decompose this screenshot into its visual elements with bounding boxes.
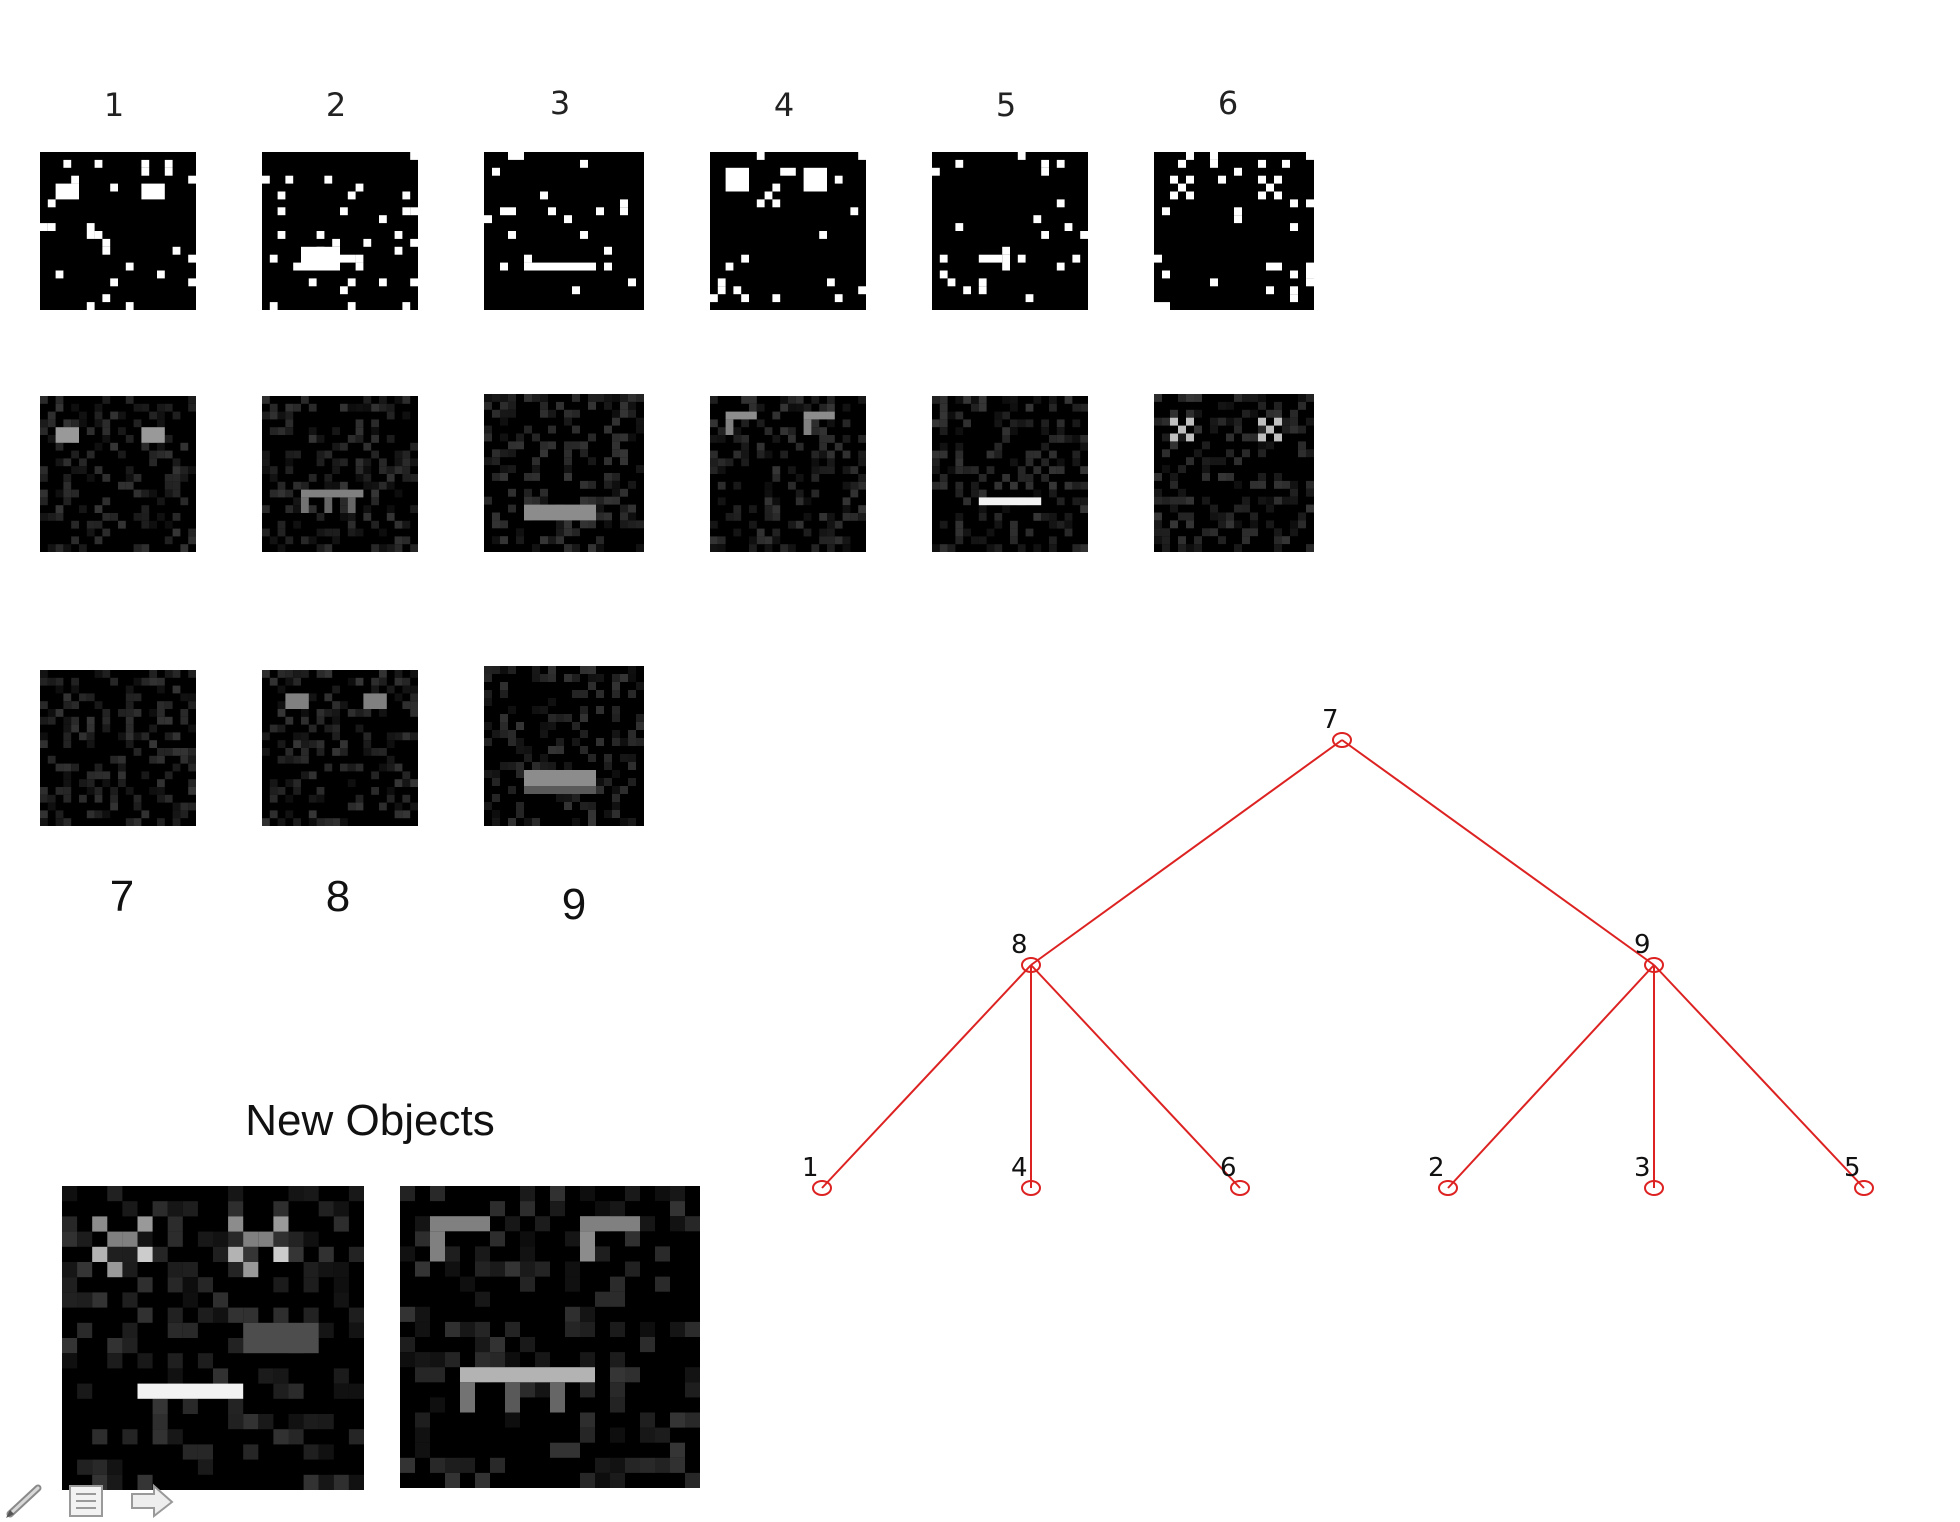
top-label-1: 1 <box>103 86 125 124</box>
binary-image-5 <box>932 152 1088 310</box>
grayscale-image-r2-5 <box>932 396 1088 552</box>
grayscale-image-r2-1-pixels <box>40 396 196 552</box>
tree-node-1 <box>812 1180 832 1196</box>
binary-image-2-pixels <box>262 152 418 310</box>
tree-edge-9-5 <box>1653 964 1865 1189</box>
grayscale-image-r2-4 <box>710 396 866 552</box>
bottom-label-7: 7 <box>109 872 135 921</box>
next-arrow-icon[interactable] <box>130 1482 174 1519</box>
grayscale-image-r2-6-pixels <box>1154 394 1314 552</box>
top-label-4: 4 <box>773 86 795 124</box>
new-object-image-2 <box>400 1186 700 1488</box>
tree-node-label-4: 4 <box>1011 1153 1028 1183</box>
tree-node-6 <box>1230 1180 1250 1196</box>
tree-node-label-9: 9 <box>1634 930 1651 960</box>
binary-image-4 <box>710 152 866 310</box>
tree-edge-8-6 <box>1030 964 1241 1189</box>
binary-image-2 <box>262 152 418 310</box>
binary-image-3 <box>484 152 644 310</box>
tree-node-label-5: 5 <box>1844 1153 1861 1183</box>
tree-node-label-2: 2 <box>1428 1153 1445 1183</box>
tree-node-8 <box>1021 957 1041 973</box>
new-object-image-1-pixels <box>62 1186 364 1490</box>
grayscale-image-r2-1 <box>40 396 196 552</box>
grayscale-image-7-pixels <box>40 670 196 826</box>
slide-menu-icon[interactable] <box>66 1482 106 1518</box>
tree-edge-7-8 <box>1030 739 1343 966</box>
grayscale-image-7 <box>40 670 196 826</box>
grayscale-image-r2-2 <box>262 396 418 552</box>
tree-node-5 <box>1854 1180 1874 1196</box>
tree-node-9 <box>1644 957 1664 973</box>
grayscale-image-r2-4-pixels <box>710 396 866 552</box>
binary-image-1 <box>40 152 196 310</box>
grayscale-image-r2-2-pixels <box>262 396 418 552</box>
binary-image-6 <box>1154 152 1314 310</box>
tree-node-7 <box>1332 732 1352 748</box>
tree-node-2 <box>1438 1180 1458 1196</box>
top-label-6: 6 <box>1217 84 1239 122</box>
pen-icon[interactable] <box>4 1482 44 1518</box>
tree-edge-7-9 <box>1341 739 1655 966</box>
tree-node-label-8: 8 <box>1011 930 1028 960</box>
grayscale-image-8 <box>262 670 418 826</box>
grayscale-image-9-pixels <box>484 666 644 826</box>
binary-image-3-pixels <box>484 152 636 295</box>
tree-node-3 <box>1644 1180 1664 1196</box>
slideshow-toolbar <box>0 1478 190 1519</box>
tree-node-label-6: 6 <box>1220 1153 1237 1183</box>
new-object-image-1 <box>62 1186 364 1490</box>
tree-node-label-3: 3 <box>1634 1153 1651 1183</box>
bottom-label-8: 8 <box>325 872 351 921</box>
binary-image-6-pixels <box>1154 152 1314 310</box>
bottom-label-9: 9 <box>561 880 587 929</box>
tree-edge-8-1 <box>821 964 1032 1189</box>
grayscale-image-8-pixels <box>262 670 418 826</box>
new-objects-title: New Objects <box>245 1096 495 1145</box>
binary-image-4-pixels <box>710 152 866 303</box>
top-label-2: 2 <box>325 86 347 124</box>
grayscale-image-r2-3 <box>484 394 644 552</box>
binary-image-5-pixels <box>932 152 1088 303</box>
tree-node-4 <box>1021 1180 1041 1196</box>
grayscale-image-r2-6 <box>1154 394 1314 552</box>
tree-node-label-1: 1 <box>802 1153 819 1183</box>
new-object-image-2-pixels <box>400 1186 700 1488</box>
tree-node-label-7: 7 <box>1322 705 1339 735</box>
tree-edge-9-2 <box>1447 964 1655 1189</box>
top-label-5: 5 <box>995 86 1017 124</box>
grayscale-image-9 <box>484 666 644 826</box>
grayscale-image-r2-3-pixels <box>484 394 644 552</box>
grayscale-image-r2-5-pixels <box>932 396 1088 552</box>
top-label-3: 3 <box>549 84 571 122</box>
binary-image-1-pixels <box>40 159 196 310</box>
